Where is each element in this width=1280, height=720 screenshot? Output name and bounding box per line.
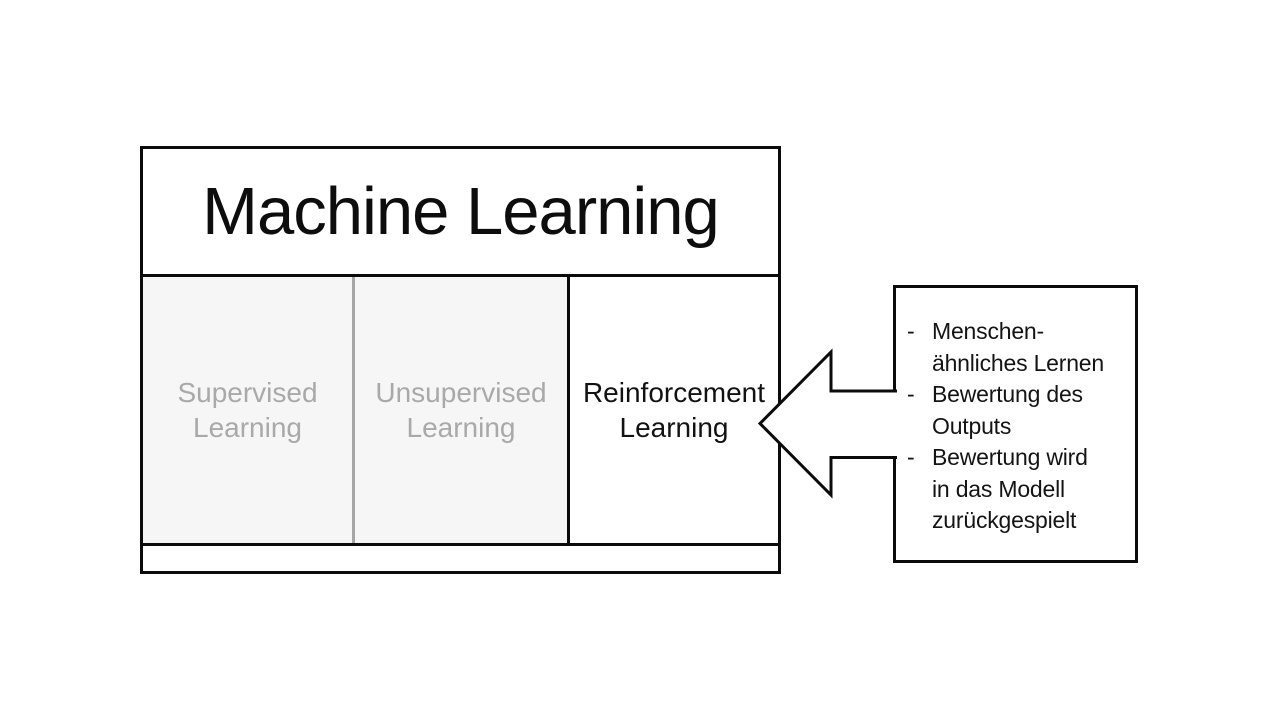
machine-learning-title-area: Machine Learning	[143, 149, 778, 274]
note-line: - Bewertung des	[907, 379, 1131, 411]
bullet-dash	[907, 411, 932, 443]
note-text: zurückgespielt	[932, 507, 1077, 533]
note-line: ähnliches Lernen	[907, 348, 1131, 380]
note-text: Bewertung des	[932, 381, 1083, 407]
reinforcement-learning-label-line1: Reinforcement	[582, 377, 766, 408]
supervised-learning-label-line2: Learning	[193, 412, 302, 443]
note-line: zurückgespielt	[907, 505, 1131, 537]
note-line: in das Modell	[907, 474, 1131, 506]
left-block-arrow-shape	[757, 348, 897, 499]
note-text: in das Modell	[932, 475, 1065, 502]
unsupervised-learning-label-line2: Learning	[406, 412, 516, 443]
reinforcement-note-box: - Menschen- ähnliches Lernen - Bewertung…	[893, 285, 1138, 563]
bullet-dash: -	[907, 444, 915, 470]
bullet-dash: -	[907, 318, 915, 344]
machine-learning-title: Machine Learning	[202, 174, 720, 249]
supervised-learning-cell: Supervised Learning	[143, 277, 355, 543]
note-text: Outputs	[932, 412, 1012, 439]
supervised-learning-label-line1: Supervised	[177, 377, 318, 408]
machine-learning-box: Machine Learning Supervised Learning Uns…	[140, 146, 781, 574]
bullet-dash	[907, 474, 932, 506]
note-text: Bewertung wird	[932, 444, 1088, 470]
note-text: ähnliches Lernen	[932, 349, 1104, 376]
note-line: - Menschen-	[907, 316, 1131, 348]
reinforcement-learning-cell: Reinforcement Learning	[570, 277, 778, 543]
left-block-arrow	[757, 348, 897, 499]
bullet-dash	[907, 505, 932, 537]
unsupervised-learning-cell: Unsupervised Learning	[355, 277, 570, 543]
bullet-dash	[907, 348, 932, 380]
note-line: Outputs	[907, 411, 1131, 443]
reinforcement-learning-label-line2: Learning	[619, 412, 729, 443]
note-line: - Bewertung wird	[907, 442, 1131, 474]
learning-types-row: Supervised Learning Unsupervised Learnin…	[143, 274, 778, 546]
note-text: Menschen-	[932, 318, 1044, 344]
unsupervised-learning-label-line1: Unsupervised	[375, 377, 547, 408]
bullet-dash: -	[907, 381, 915, 407]
